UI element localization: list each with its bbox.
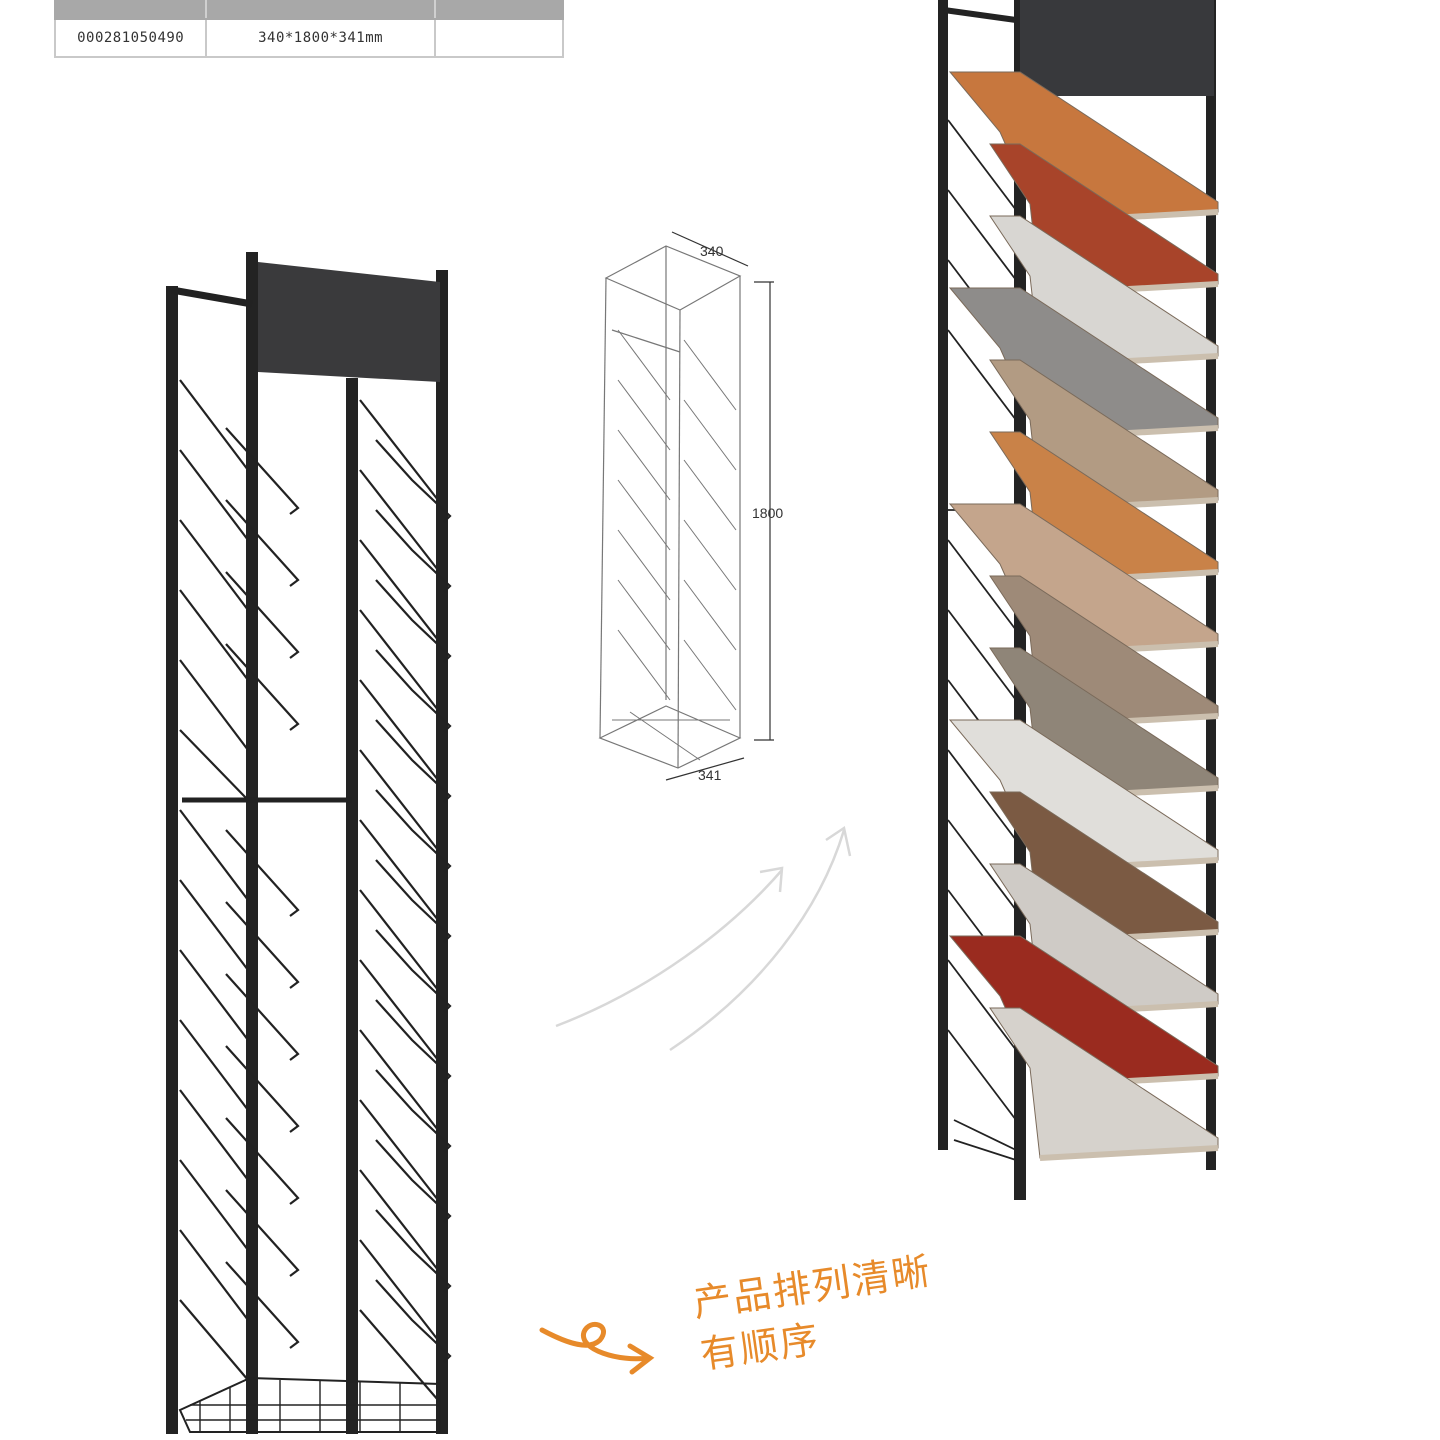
header-cell <box>205 0 436 20</box>
swirl-arrow-icon <box>539 1321 655 1375</box>
table-row: 000281050490 340*1800*341mm <box>53 18 565 58</box>
dimension-drawing <box>598 231 774 781</box>
depth-dimension-label: 341 <box>698 767 722 783</box>
spec-table: 000281050490 340*1800*341mm <box>53 0 565 58</box>
brand-panel <box>258 262 440 382</box>
width-dimension-label: 340 <box>700 243 724 259</box>
height-dimension-label: 1800 <box>752 505 783 521</box>
spec-table-header <box>53 0 565 20</box>
brand-panel <box>1020 0 1214 96</box>
empty-cell <box>433 18 565 58</box>
decorative-arrows <box>555 825 852 1052</box>
empty-rack <box>166 252 452 1434</box>
filled-rack <box>938 0 1219 1200</box>
product-code-cell: 000281050490 <box>53 18 208 58</box>
panel-edge <box>1039 1145 1219 1161</box>
product-size-cell: 340*1800*341mm <box>205 18 436 58</box>
header-cell <box>53 0 208 20</box>
sample-panels <box>948 71 1219 1161</box>
header-cell <box>433 0 565 20</box>
